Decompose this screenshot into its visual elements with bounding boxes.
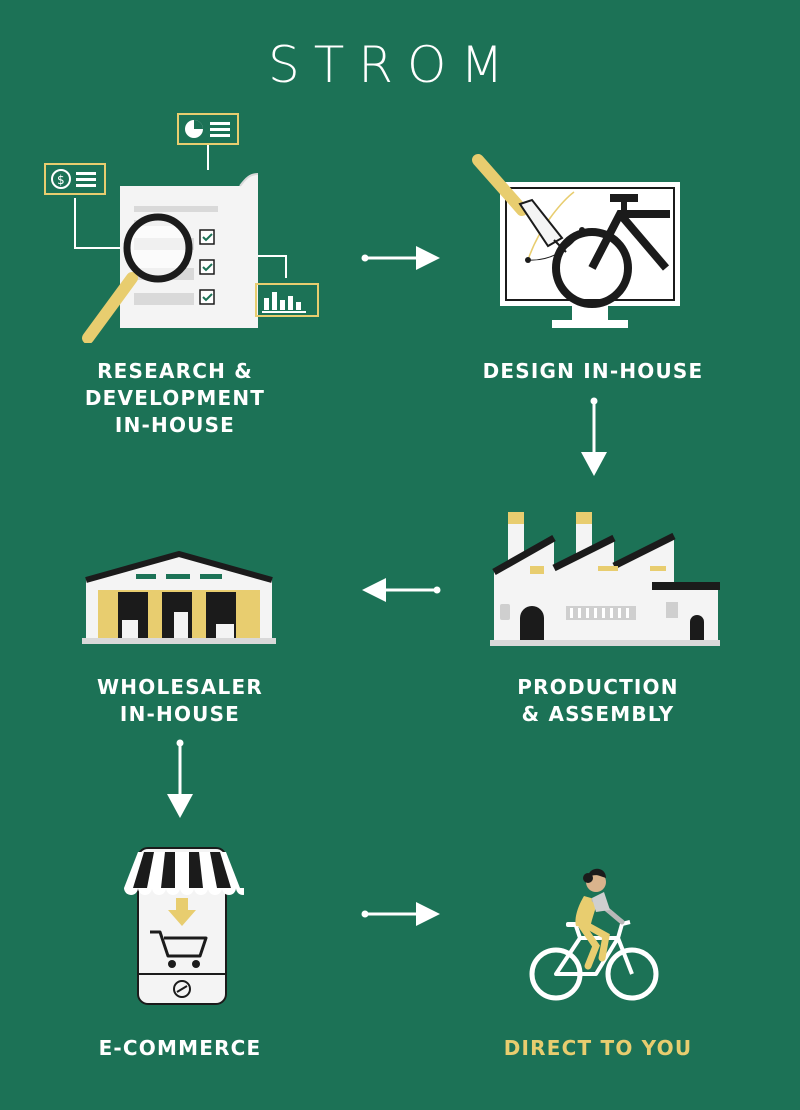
step-label-design: DESIGN IN-HOUSE (482, 359, 704, 383)
arrow-down-icon (167, 739, 193, 818)
arrow-right-icon (361, 902, 440, 926)
warehouse-icon (82, 551, 276, 644)
arrow-left-icon (362, 578, 441, 602)
step-label-wholesaler: WHOLESALER IN-HOUSE (97, 675, 263, 726)
step-label-direct: DIRECT TO YOU (503, 1036, 693, 1060)
arrow-down-icon (581, 397, 607, 476)
strom-logo: STROM (268, 36, 518, 92)
design-monitor-pen-bicycle-icon (472, 154, 680, 328)
step-label-research: RESEARCH & DEVELOPMENT IN-HOUSE (84, 359, 266, 437)
research-document-magnifier-icon: $ (44, 113, 319, 343)
svg-text:$: $ (57, 173, 65, 187)
step-label-ecommerce: E-COMMERCE (98, 1036, 262, 1060)
step-label-production: PRODUCTION & ASSEMBLY (517, 675, 679, 726)
cyclist-icon (529, 868, 659, 1001)
brand-name: STROM (268, 36, 518, 92)
arrow-right-icon (361, 246, 440, 270)
phone-shop-cart-icon (124, 847, 244, 1005)
factory-icon (490, 512, 720, 646)
